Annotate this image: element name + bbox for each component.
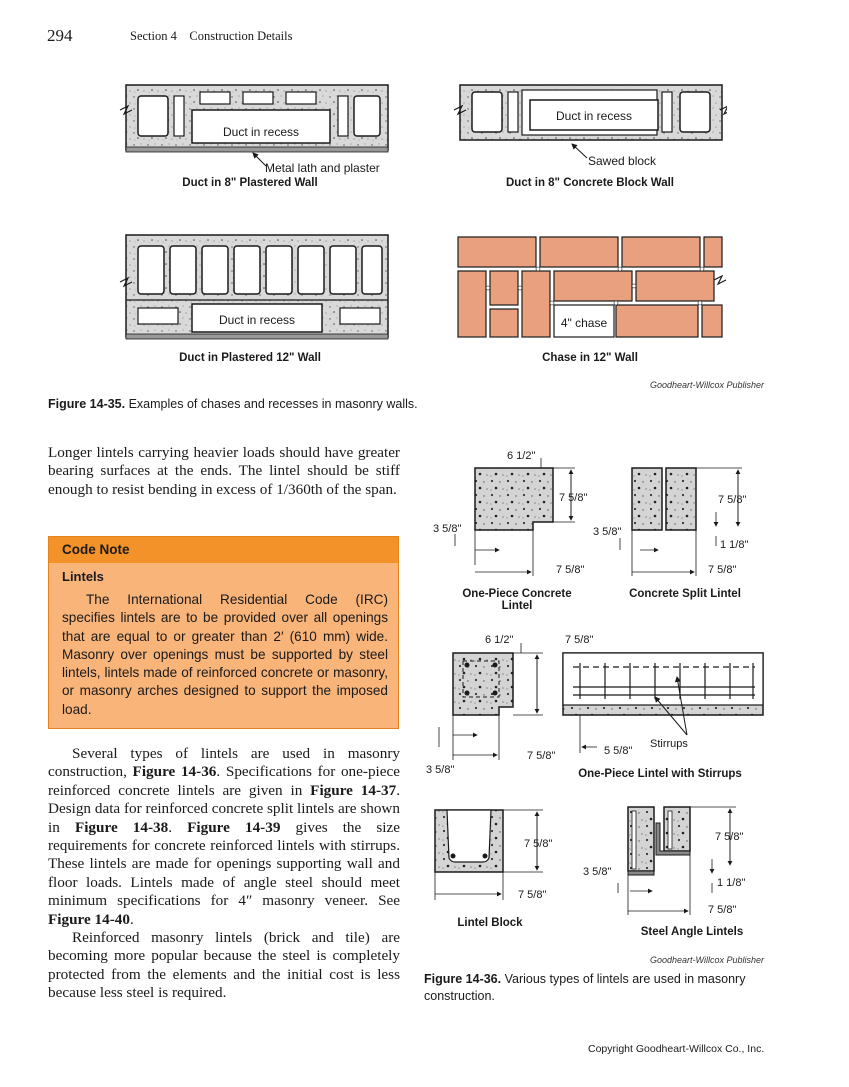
fig-ref-14-40: Figure 14-40 bbox=[48, 910, 130, 928]
fig36-caption-label: Figure 14-36. bbox=[424, 972, 502, 986]
fig36-caption: Figure 14-36. Various types of lintels a… bbox=[424, 971, 784, 1005]
code-note-body: The International Residential Code (IRC)… bbox=[62, 592, 388, 717]
page-number: 294 bbox=[47, 26, 73, 45]
block-dim-7-5-8-horiz: 7 5/8" bbox=[518, 889, 547, 901]
block-caption: Lintel Block bbox=[457, 917, 523, 929]
stirrups-dim-7-5-8-bottom: 7 5/8" bbox=[527, 750, 556, 762]
stirrups-dim-6-1-2: 6 1/2" bbox=[485, 634, 514, 646]
split-dim-3-5-8: 3 5/8" bbox=[593, 526, 622, 538]
fig35-caption-text: Examples of chases and recesses in mason… bbox=[125, 397, 418, 411]
wall-diagram-8in-plastered bbox=[119, 84, 389, 167]
copyright-footer: Copyright Goodheart-Willcox Co., Inc. bbox=[588, 1043, 765, 1055]
steel-dim-7-5-8-horiz: 7 5/8" bbox=[708, 904, 737, 916]
fig-ref-14-36: Figure 14-36 bbox=[132, 763, 217, 781]
wall4-caption: Chase in 12" Wall bbox=[542, 352, 638, 364]
wall3-caption: Duct in Plastered 12" Wall bbox=[179, 352, 321, 364]
wall-diagram-12in-plastered bbox=[119, 234, 389, 340]
stirrups-label: Stirrups bbox=[650, 738, 688, 750]
p2-f: . bbox=[129, 910, 134, 928]
p2-e: gives the size requirements for concrete… bbox=[48, 818, 400, 910]
wall-diagram-12in-chase bbox=[457, 236, 727, 338]
stirrups-dim-5-5-8: 5 5/8" bbox=[604, 745, 633, 757]
fig35-caption-label: Figure 14-35. bbox=[48, 397, 126, 411]
one-piece-dim-7-5-8-horiz: 7 5/8" bbox=[556, 564, 585, 576]
lintel-one-piece-diagram bbox=[454, 458, 575, 576]
lintel-steel-angle-diagram bbox=[617, 806, 736, 915]
steel-dim-3-5-8: 3 5/8" bbox=[583, 866, 612, 878]
one-piece-dim-7-5-8-vert: 7 5/8" bbox=[559, 492, 588, 504]
fig36-credit: Goodheart-Willcox Publisher bbox=[650, 955, 764, 965]
fig-ref-14-37: Figure 14-37 bbox=[310, 781, 397, 799]
wall4-chase-label: 4" chase bbox=[560, 316, 608, 330]
lintel-stirrups-diagram bbox=[438, 643, 764, 760]
wall2-caption: Duct in 8" Concrete Block Wall bbox=[506, 177, 674, 189]
body-paragraph-1: Longer lintels carrying heavier loads sh… bbox=[48, 444, 400, 499]
split-dim-7-5-8-horiz: 7 5/8" bbox=[708, 564, 737, 576]
fig35-credit: Goodheart-Willcox Publisher bbox=[650, 380, 764, 390]
wall3-duct-label: Duct in recess bbox=[218, 313, 296, 327]
lintel-block-diagram bbox=[434, 809, 543, 900]
fig35-caption: Figure 14-35. Examples of chases and rec… bbox=[48, 397, 418, 411]
paragraph-2: Several types of lintels are used in mas… bbox=[48, 745, 400, 929]
body-paragraphs-2-3: Several types of lintels are used in mas… bbox=[48, 745, 400, 1003]
paragraph-3: Reinforced masonry lintels (brick and ti… bbox=[48, 929, 400, 1002]
p2-c: . Design data for reinforced concrete sp… bbox=[48, 781, 400, 836]
fig36-caption-text: Various types of lintels are used in mas… bbox=[424, 972, 746, 1003]
split-dim-1-1-8: 1 1/8" bbox=[720, 539, 749, 551]
section-header: Section 4 Construction Details bbox=[130, 29, 293, 43]
lintel-split-diagram bbox=[619, 467, 742, 576]
code-note-header: Code Note bbox=[49, 537, 398, 563]
steel-dim-1-1-8: 1 1/8" bbox=[717, 877, 746, 889]
block-dim-7-5-8-vert: 7 5/8" bbox=[524, 838, 553, 850]
steel-caption: Steel Angle Lintels bbox=[640, 926, 744, 938]
steel-dim-7-5-8-vert: 7 5/8" bbox=[715, 831, 744, 843]
fig-ref-14-39: Figure 14-39 bbox=[187, 818, 281, 836]
stirrups-dim-3-5-8: 3 5/8" bbox=[426, 764, 455, 776]
one-piece-caption: One-Piece Concrete Lintel bbox=[462, 588, 572, 612]
wall1-callout: Metal lath and plaster bbox=[265, 161, 380, 175]
code-note-title: Code Note bbox=[62, 542, 130, 557]
stirrups-dim-7-5-8-top: 7 5/8" bbox=[565, 634, 594, 646]
code-note-text: The International Residential Code (IRC)… bbox=[62, 591, 388, 719]
code-note-box: Code Note Lintels The International Resi… bbox=[48, 536, 399, 729]
p2-b: . Specifications for one-piece reinforce… bbox=[48, 763, 400, 799]
wall2-callout: Sawed block bbox=[588, 154, 657, 168]
p2-d: . bbox=[168, 818, 188, 836]
code-note-subtitle: Lintels bbox=[62, 569, 104, 584]
split-dim-7-5-8-vert: 7 5/8" bbox=[718, 494, 747, 506]
wall2-duct-label: Duct in recess bbox=[555, 109, 633, 123]
split-caption: Concrete Split Lintel bbox=[629, 588, 741, 600]
wall1-caption: Duct in 8" Plastered Wall bbox=[182, 177, 318, 189]
wall-diagram-8in-concrete bbox=[453, 84, 727, 159]
wall1-duct-label: Duct in recess bbox=[222, 125, 300, 139]
one-piece-dim-6-1-2: 6 1/2" bbox=[507, 450, 536, 462]
one-piece-dim-3-5-8: 3 5/8" bbox=[433, 523, 462, 535]
fig-ref-14-38: Figure 14-38 bbox=[74, 818, 169, 836]
p2-a: Several types of lintels are used in mas… bbox=[48, 745, 400, 781]
stirrups-caption: One-Piece Lintel with Stirrups bbox=[578, 768, 742, 780]
paragraph-1-text: Longer lintels carrying heavier loads sh… bbox=[48, 444, 400, 498]
